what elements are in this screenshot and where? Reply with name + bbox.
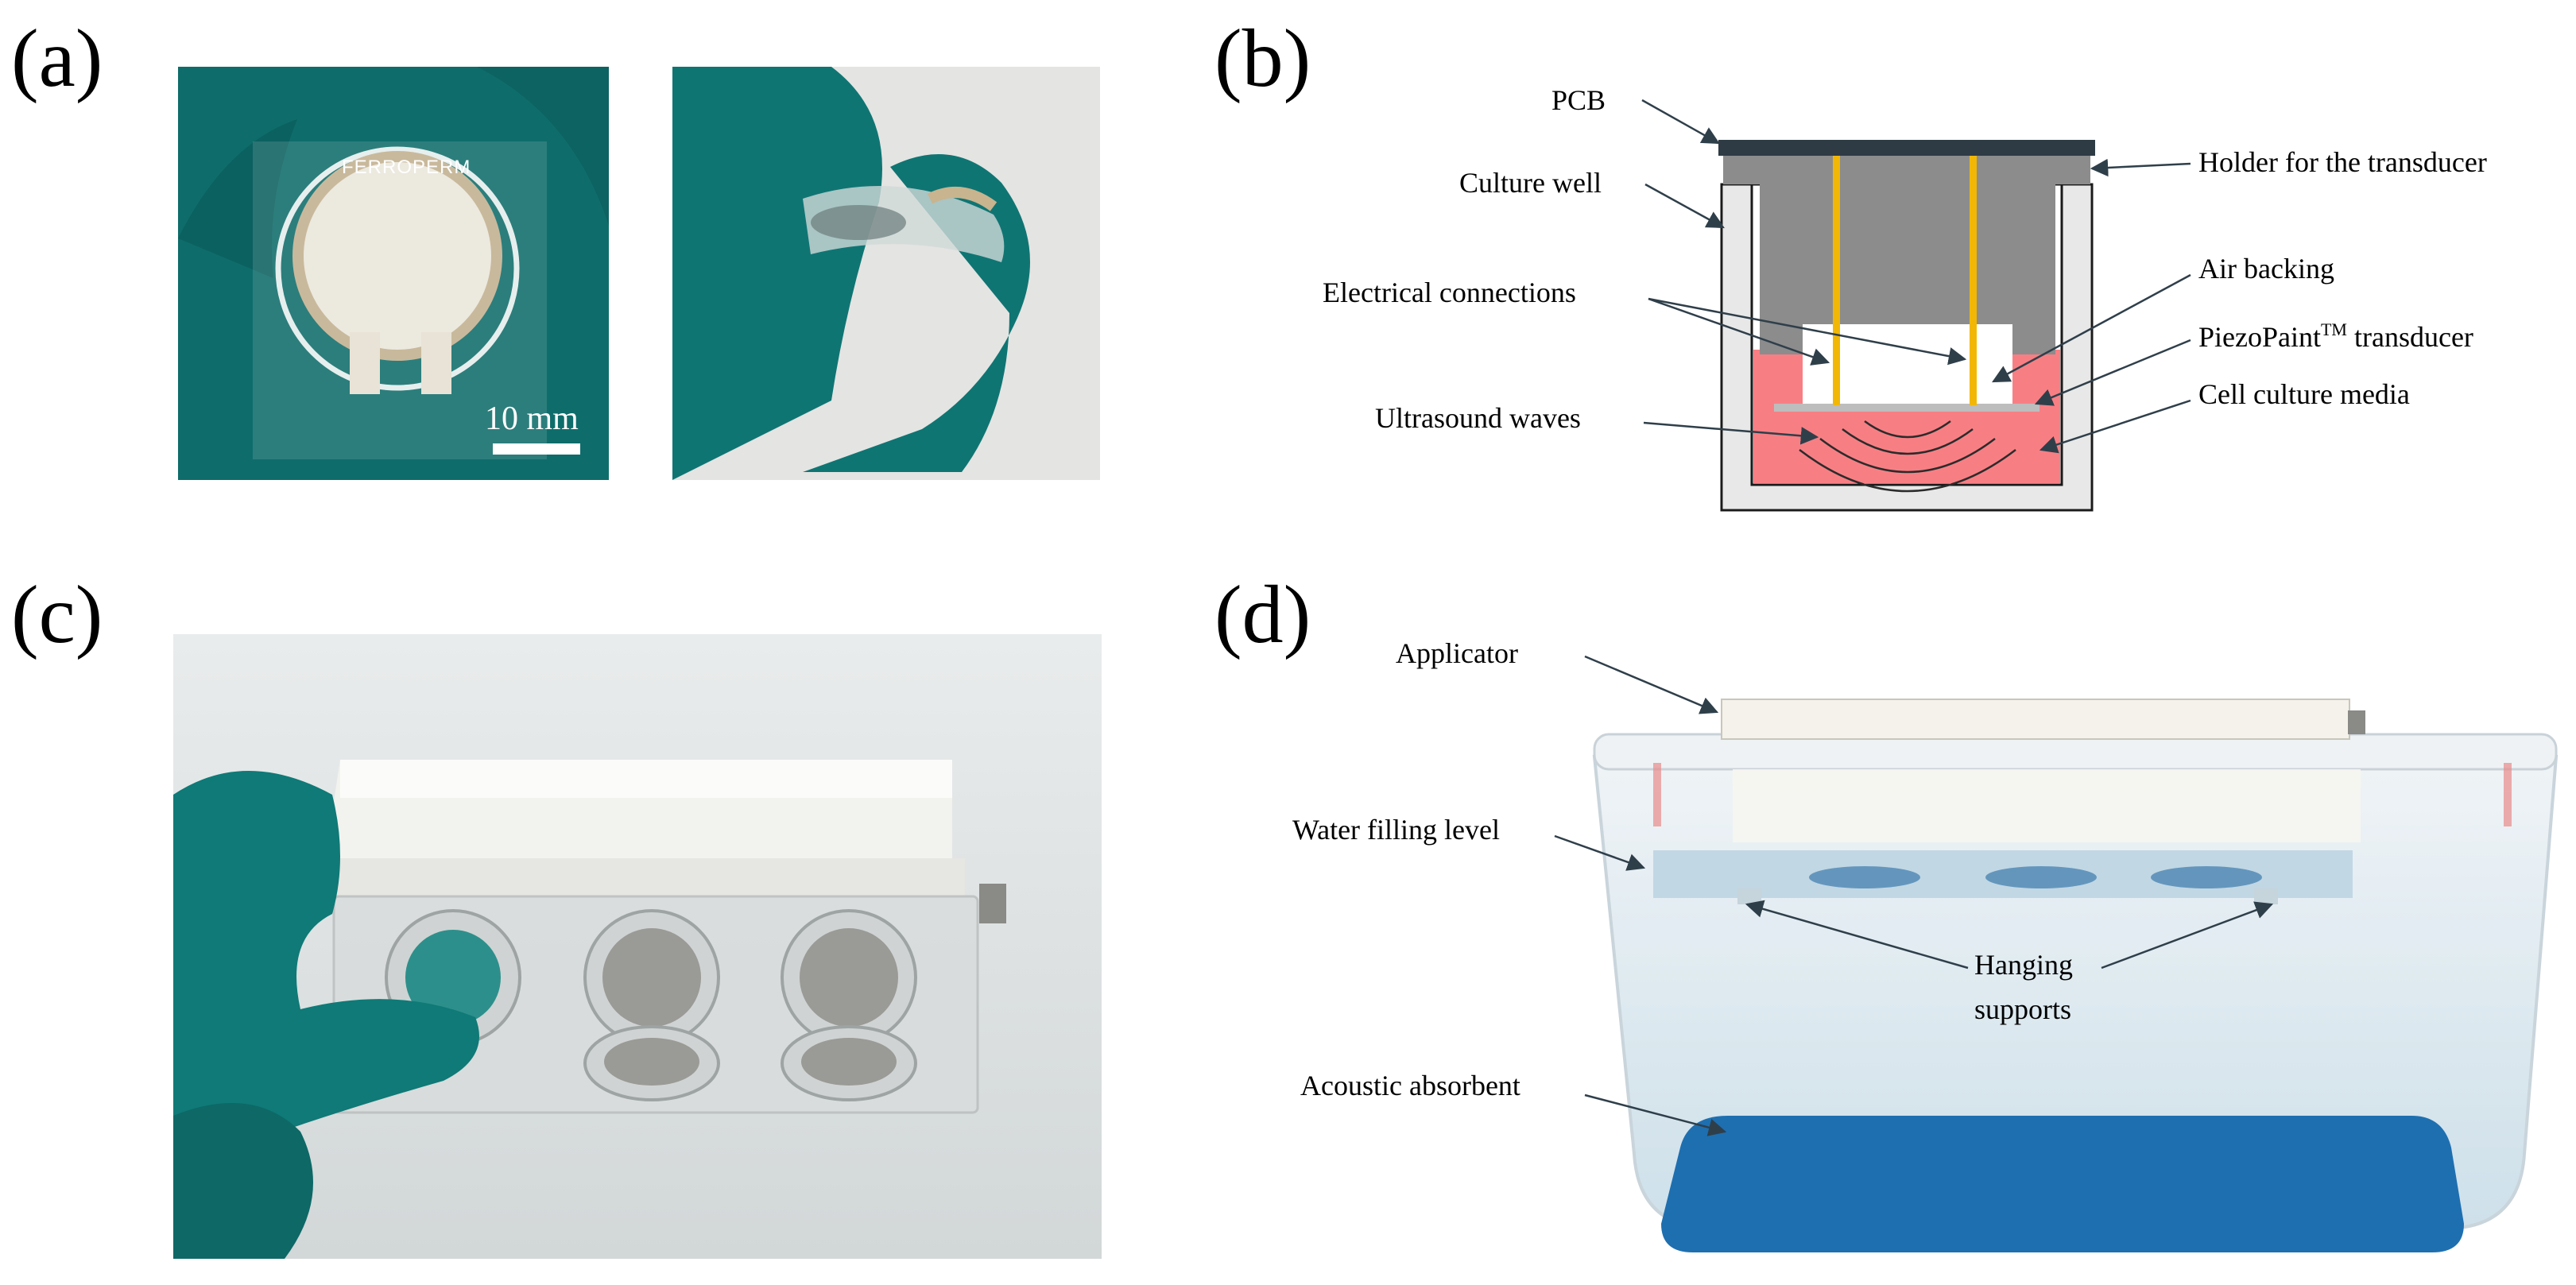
callout-air-backing: Air backing — [2198, 253, 2334, 284]
callout-piezopaint-prefix: PiezoPaint — [2198, 321, 2321, 353]
panel-b: (b) — [1214, 13, 2487, 512]
piezopaint-transducer — [1774, 404, 2039, 412]
pcb-board — [1718, 140, 2095, 156]
photo-transducer-bent — [672, 67, 1100, 480]
callout-cell-culture-media: Cell culture media — [2198, 378, 2410, 410]
callout-hanging-supports-2: supports — [1974, 993, 2071, 1025]
glove — [173, 771, 479, 1151]
callout-acoustic-absorbent: Acoustic absorbent — [1300, 1070, 1520, 1101]
well-plate-wells — [385, 909, 917, 1101]
callout-piezopaint-suffix: transducer — [2347, 321, 2473, 353]
callout-hanging-supports-1: Hanging — [1974, 949, 2073, 981]
callout-culture-well: Culture well — [1459, 167, 1602, 199]
brand-label: FERROPERM — [342, 157, 471, 178]
callout-water-filling-level: Water filling level — [1292, 814, 1500, 846]
transducer-holder — [1723, 156, 2090, 184]
electrode-ring — [275, 146, 520, 391]
photo-applicator-plate — [173, 634, 1102, 1259]
callout-holder: Holder for the transducer — [2198, 146, 2487, 178]
scale-bar — [493, 443, 580, 455]
callout-piezopaint-tm: TM — [2321, 319, 2347, 339]
well-schematic — [1718, 140, 2095, 512]
scale-bar-label: 10 mm — [485, 401, 579, 437]
callout-piezopaint: PiezoPaintTM transducer — [2198, 319, 2473, 353]
applicator-top — [1721, 699, 2350, 740]
callout-electrical-connections: Electrical connections — [1323, 277, 1576, 308]
callout-pcb: PCB — [1551, 84, 1606, 116]
callout-ultrasound-waves: Ultrasound waves — [1375, 402, 1581, 434]
photo-water-tank — [1592, 699, 2559, 1252]
panel-d: (d) Applicator — [1214, 569, 2559, 1252]
submerged-plate-wells — [1809, 866, 2262, 888]
transducer-disc — [304, 162, 491, 350]
wire-right — [1970, 156, 1977, 405]
photo-transducer-flat: FERROPERM 10 mm — [178, 67, 609, 480]
panel-d-label: (d) — [1214, 569, 1311, 660]
acoustic-absorbent-block — [1661, 1116, 2464, 1252]
panel-a-label: (a) — [11, 13, 103, 104]
panel-a: (a) FERROPERM 10 mm — [11, 13, 1100, 480]
sma-connector — [979, 884, 1006, 923]
ultrasound-waves-arcs — [1799, 420, 2016, 493]
panel-b-label: (b) — [1214, 13, 1311, 104]
wire-left — [1833, 156, 1840, 405]
callout-applicator: Applicator — [1396, 637, 1518, 669]
panel-c: (c) — [11, 569, 1102, 1259]
panel-c-label: (c) — [11, 569, 103, 660]
